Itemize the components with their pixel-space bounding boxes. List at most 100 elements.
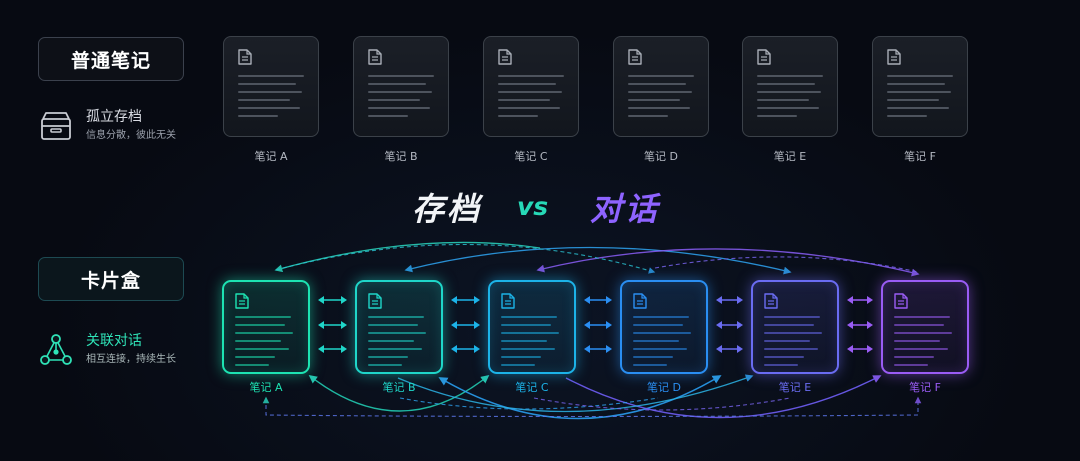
document-icon [235,293,249,309]
text-line [498,75,564,77]
link-arc-bottom-6 [399,397,659,410]
note-label-top-0: 笔记 A [254,150,288,163]
text-line [887,115,927,117]
feature-title: 孤立存档 [86,109,142,125]
text-line [368,91,432,93]
bidirectional-arrow [716,321,743,329]
document-icon [238,49,252,65]
text-line [368,99,420,101]
text-line [238,99,290,101]
section-title-regular-notes: 普通笔记 [38,37,184,81]
text-line [633,356,673,358]
link-arc-bottom-3 [565,375,882,419]
text-line [757,75,823,77]
text-line [628,91,692,93]
note-card-linked-3 [620,280,708,374]
note-label-top-2: 笔记 C [514,150,548,163]
text-line [628,107,690,109]
text-line [764,364,798,366]
document-icon [498,49,512,65]
text-line [501,332,559,334]
text-line [368,316,424,318]
text-line [628,99,680,101]
text-line [633,364,667,366]
feature-title: 关联对话 [86,333,142,349]
link-arc-bottom-7 [533,397,791,411]
text-line [238,91,302,93]
document-icon [757,49,771,65]
text-line [894,316,950,318]
text-line [633,340,679,342]
text-line [235,316,291,318]
text-line [368,332,426,334]
text-line [501,324,551,326]
text-line [498,91,562,93]
note-label-top-4: 笔记 E [773,150,807,163]
bidirectional-arrow [318,296,347,304]
text-line [235,324,285,326]
text-line [501,356,541,358]
comparison-heading: 存档 vs 对话 [0,182,1080,228]
feature-linked-dialogue: 关联对话 相互连接，持续生长 [38,332,176,368]
note-label-linked-1: 笔记 B [382,381,416,394]
text-line [633,348,687,350]
text-line [633,316,689,318]
text-line [628,83,686,85]
heading-dialogue: 对话 [590,190,661,228]
link-arc-bottom-4 [397,374,754,413]
text-line [368,356,408,358]
bidirectional-arrow [318,345,347,353]
text-line [501,348,555,350]
note-label-top-3: 笔记 D [644,150,678,163]
text-line [501,340,547,342]
text-line [628,75,694,77]
note-card-top-3 [613,36,709,137]
text-line [368,364,402,366]
text-line [757,83,815,85]
link-arc-top-2 [404,246,792,275]
text-line [235,356,275,358]
note-card-linked-2 [488,280,576,374]
note-card-top-2 [483,36,579,137]
text-line [498,83,556,85]
document-icon [368,49,382,65]
bidirectional-arrow [584,345,612,353]
note-card-top-0 [223,36,319,137]
note-card-top-5 [872,36,968,137]
text-line [764,348,818,350]
bidirectional-arrow [716,345,743,353]
note-label-linked-3: 笔记 D [647,381,681,394]
text-line [368,75,434,77]
text-line [235,364,269,366]
text-line [764,316,820,318]
text-line [235,340,281,342]
text-line [894,340,940,342]
text-line [894,356,934,358]
text-line [894,348,948,350]
note-label-linked-2: 笔记 C [515,381,549,394]
text-line [498,99,550,101]
link-arc-bottom-5 [262,396,922,418]
text-line [501,364,535,366]
text-line [757,91,821,93]
note-label-top-1: 笔记 B [384,150,418,163]
text-line [235,348,289,350]
document-icon [368,293,382,309]
text-line [498,115,538,117]
heading-archive: 存档 [412,190,483,228]
link-arc-top-5 [654,256,919,273]
text-line [894,332,952,334]
text-line [764,332,822,334]
text-line [887,75,953,77]
text-line [764,356,804,358]
note-card-linked-1 [355,280,443,374]
document-icon [894,293,908,309]
note-label-top-5: 笔记 F [904,150,936,163]
text-line [501,316,557,318]
text-line [764,324,814,326]
link-arc-top-4 [275,243,656,274]
note-card-linked-5 [881,280,969,374]
